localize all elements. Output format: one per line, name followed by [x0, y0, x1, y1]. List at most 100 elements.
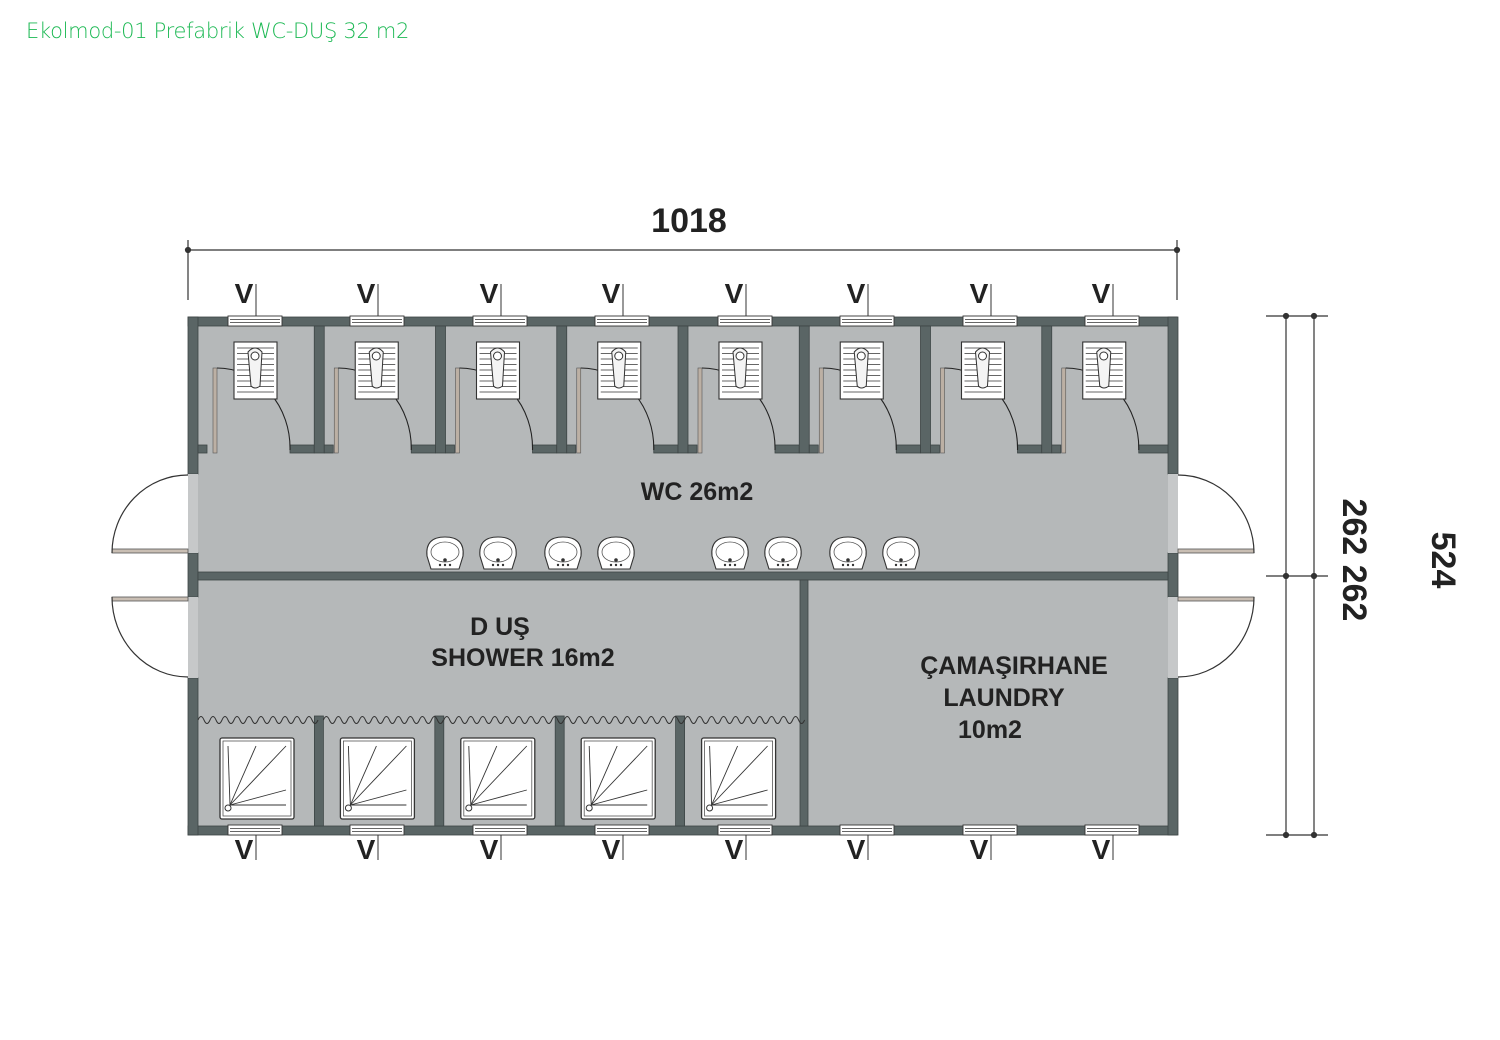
- room-label-wc: WC 26m2: [641, 478, 754, 506]
- right-wall: [1167, 677, 1179, 836]
- shower-curtain: [197, 716, 319, 724]
- cubicle-partition: [313, 325, 325, 454]
- cubicle-door: [333, 367, 339, 454]
- walls: [187, 316, 1179, 836]
- shower-partition: [554, 715, 565, 827]
- half-height-dimensions: 262 262: [1335, 499, 1373, 622]
- entry-door: [1177, 596, 1255, 678]
- left-wall: [187, 316, 199, 475]
- vent-window-icon: [227, 315, 283, 327]
- vent-window-icon: [717, 824, 773, 836]
- cubicle-wall: [532, 444, 558, 454]
- vent-window-icon: [839, 824, 895, 836]
- vent-window-icon: [594, 315, 650, 327]
- room-label-shower-tr: D UŞ: [470, 613, 530, 641]
- cubicle-wall: [445, 444, 455, 454]
- vent-window-icon: [472, 824, 528, 836]
- shower-partition: [434, 715, 445, 827]
- vent-label: V: [357, 834, 376, 865]
- vent-label: V: [1092, 834, 1111, 865]
- vent-window-icon: [962, 315, 1018, 327]
- cubicle-wall: [289, 444, 315, 454]
- shower-curtain: [443, 716, 565, 724]
- cubicle-wall: [930, 444, 940, 454]
- squat-toilet-icon: [960, 341, 1006, 400]
- cubicle-partition: [920, 325, 931, 454]
- cubicle-door: [212, 367, 218, 454]
- sink-icon: [829, 536, 867, 570]
- vent-window-icon: [349, 315, 405, 327]
- right-wall: [1167, 316, 1179, 475]
- cubicle-wall: [1138, 444, 1169, 454]
- door-opening: [1168, 474, 1178, 553]
- squat-toilet-icon: [718, 341, 763, 400]
- entry-door: [1177, 474, 1255, 554]
- cubicle-door: [940, 367, 945, 454]
- cubicle-wall: [1017, 444, 1043, 454]
- room-label-laundry: LAUNDRY: [943, 684, 1065, 712]
- squat-toilet-icon: [233, 341, 278, 400]
- vent-label: V: [725, 278, 744, 309]
- shower-partition: [675, 715, 685, 827]
- squat-toilet-icon: [839, 341, 884, 400]
- cubicle-wall: [197, 444, 208, 454]
- door-opening: [188, 597, 198, 678]
- sink-icon: [711, 536, 749, 570]
- laundry-wall: [799, 579, 809, 827]
- vent-window-icon: [1084, 824, 1140, 836]
- vent-label: V: [1092, 278, 1111, 309]
- vent-label: V: [970, 834, 989, 865]
- cubicle-partition: [677, 325, 689, 454]
- right-wall: [1167, 552, 1179, 598]
- shower-tray-icon: [580, 737, 656, 820]
- width-dimension: 1018: [651, 202, 727, 240]
- cubicle-door: [697, 367, 703, 454]
- shower-curtain: [684, 716, 806, 724]
- cubicle-partition: [556, 325, 568, 454]
- squat-toilet-icon: [354, 341, 399, 400]
- left-wall: [187, 677, 199, 836]
- sink-icon: [426, 536, 464, 570]
- vent-label: V: [970, 278, 989, 309]
- vent-window-icon: [472, 315, 528, 327]
- vent-label: V: [480, 278, 499, 309]
- vent-label: V: [480, 834, 499, 865]
- fixtures: [111, 315, 1255, 836]
- cubicle-partition: [1041, 325, 1053, 454]
- vent-window-icon: [717, 315, 773, 327]
- vent-label: V: [847, 278, 866, 309]
- cubicle-door: [576, 367, 582, 454]
- door-opening: [1168, 597, 1178, 678]
- entry-door: [111, 474, 189, 554]
- sink-icon: [544, 536, 582, 570]
- vent-label: V: [235, 278, 254, 309]
- room-label-shower: SHOWER 16m2: [431, 644, 614, 672]
- room-label-laundry-area: 10m2: [958, 716, 1022, 744]
- vent-label: V: [725, 834, 744, 865]
- shower-tray-icon: [700, 737, 777, 820]
- height-dimension: 524: [1424, 532, 1462, 589]
- dimension-lines: [184, 240, 1328, 839]
- vent-window-icon: [594, 824, 650, 836]
- entry-door: [111, 596, 189, 678]
- sink-icon: [479, 536, 517, 570]
- sink-icon: [764, 536, 802, 570]
- left-wall: [187, 552, 199, 598]
- cubicle-wall: [895, 444, 921, 454]
- room-label-laundry-tr: ÇAMAŞIRHANE: [920, 652, 1108, 680]
- vent-label: V: [602, 834, 621, 865]
- vent-window-icon: [1084, 315, 1140, 327]
- vent-label: V: [235, 834, 254, 865]
- vent-window-icon: [227, 824, 283, 836]
- vent-label: V: [357, 278, 376, 309]
- cubicle-partition: [798, 325, 810, 454]
- cubicle-door: [1061, 367, 1067, 454]
- vent-window-icon: [839, 315, 895, 327]
- cubicle-door: [455, 367, 460, 454]
- corridor-wall: [197, 571, 1169, 581]
- squat-toilet-icon: [475, 341, 521, 400]
- vent-window-icon: [349, 824, 405, 836]
- shower-partition: [313, 715, 324, 827]
